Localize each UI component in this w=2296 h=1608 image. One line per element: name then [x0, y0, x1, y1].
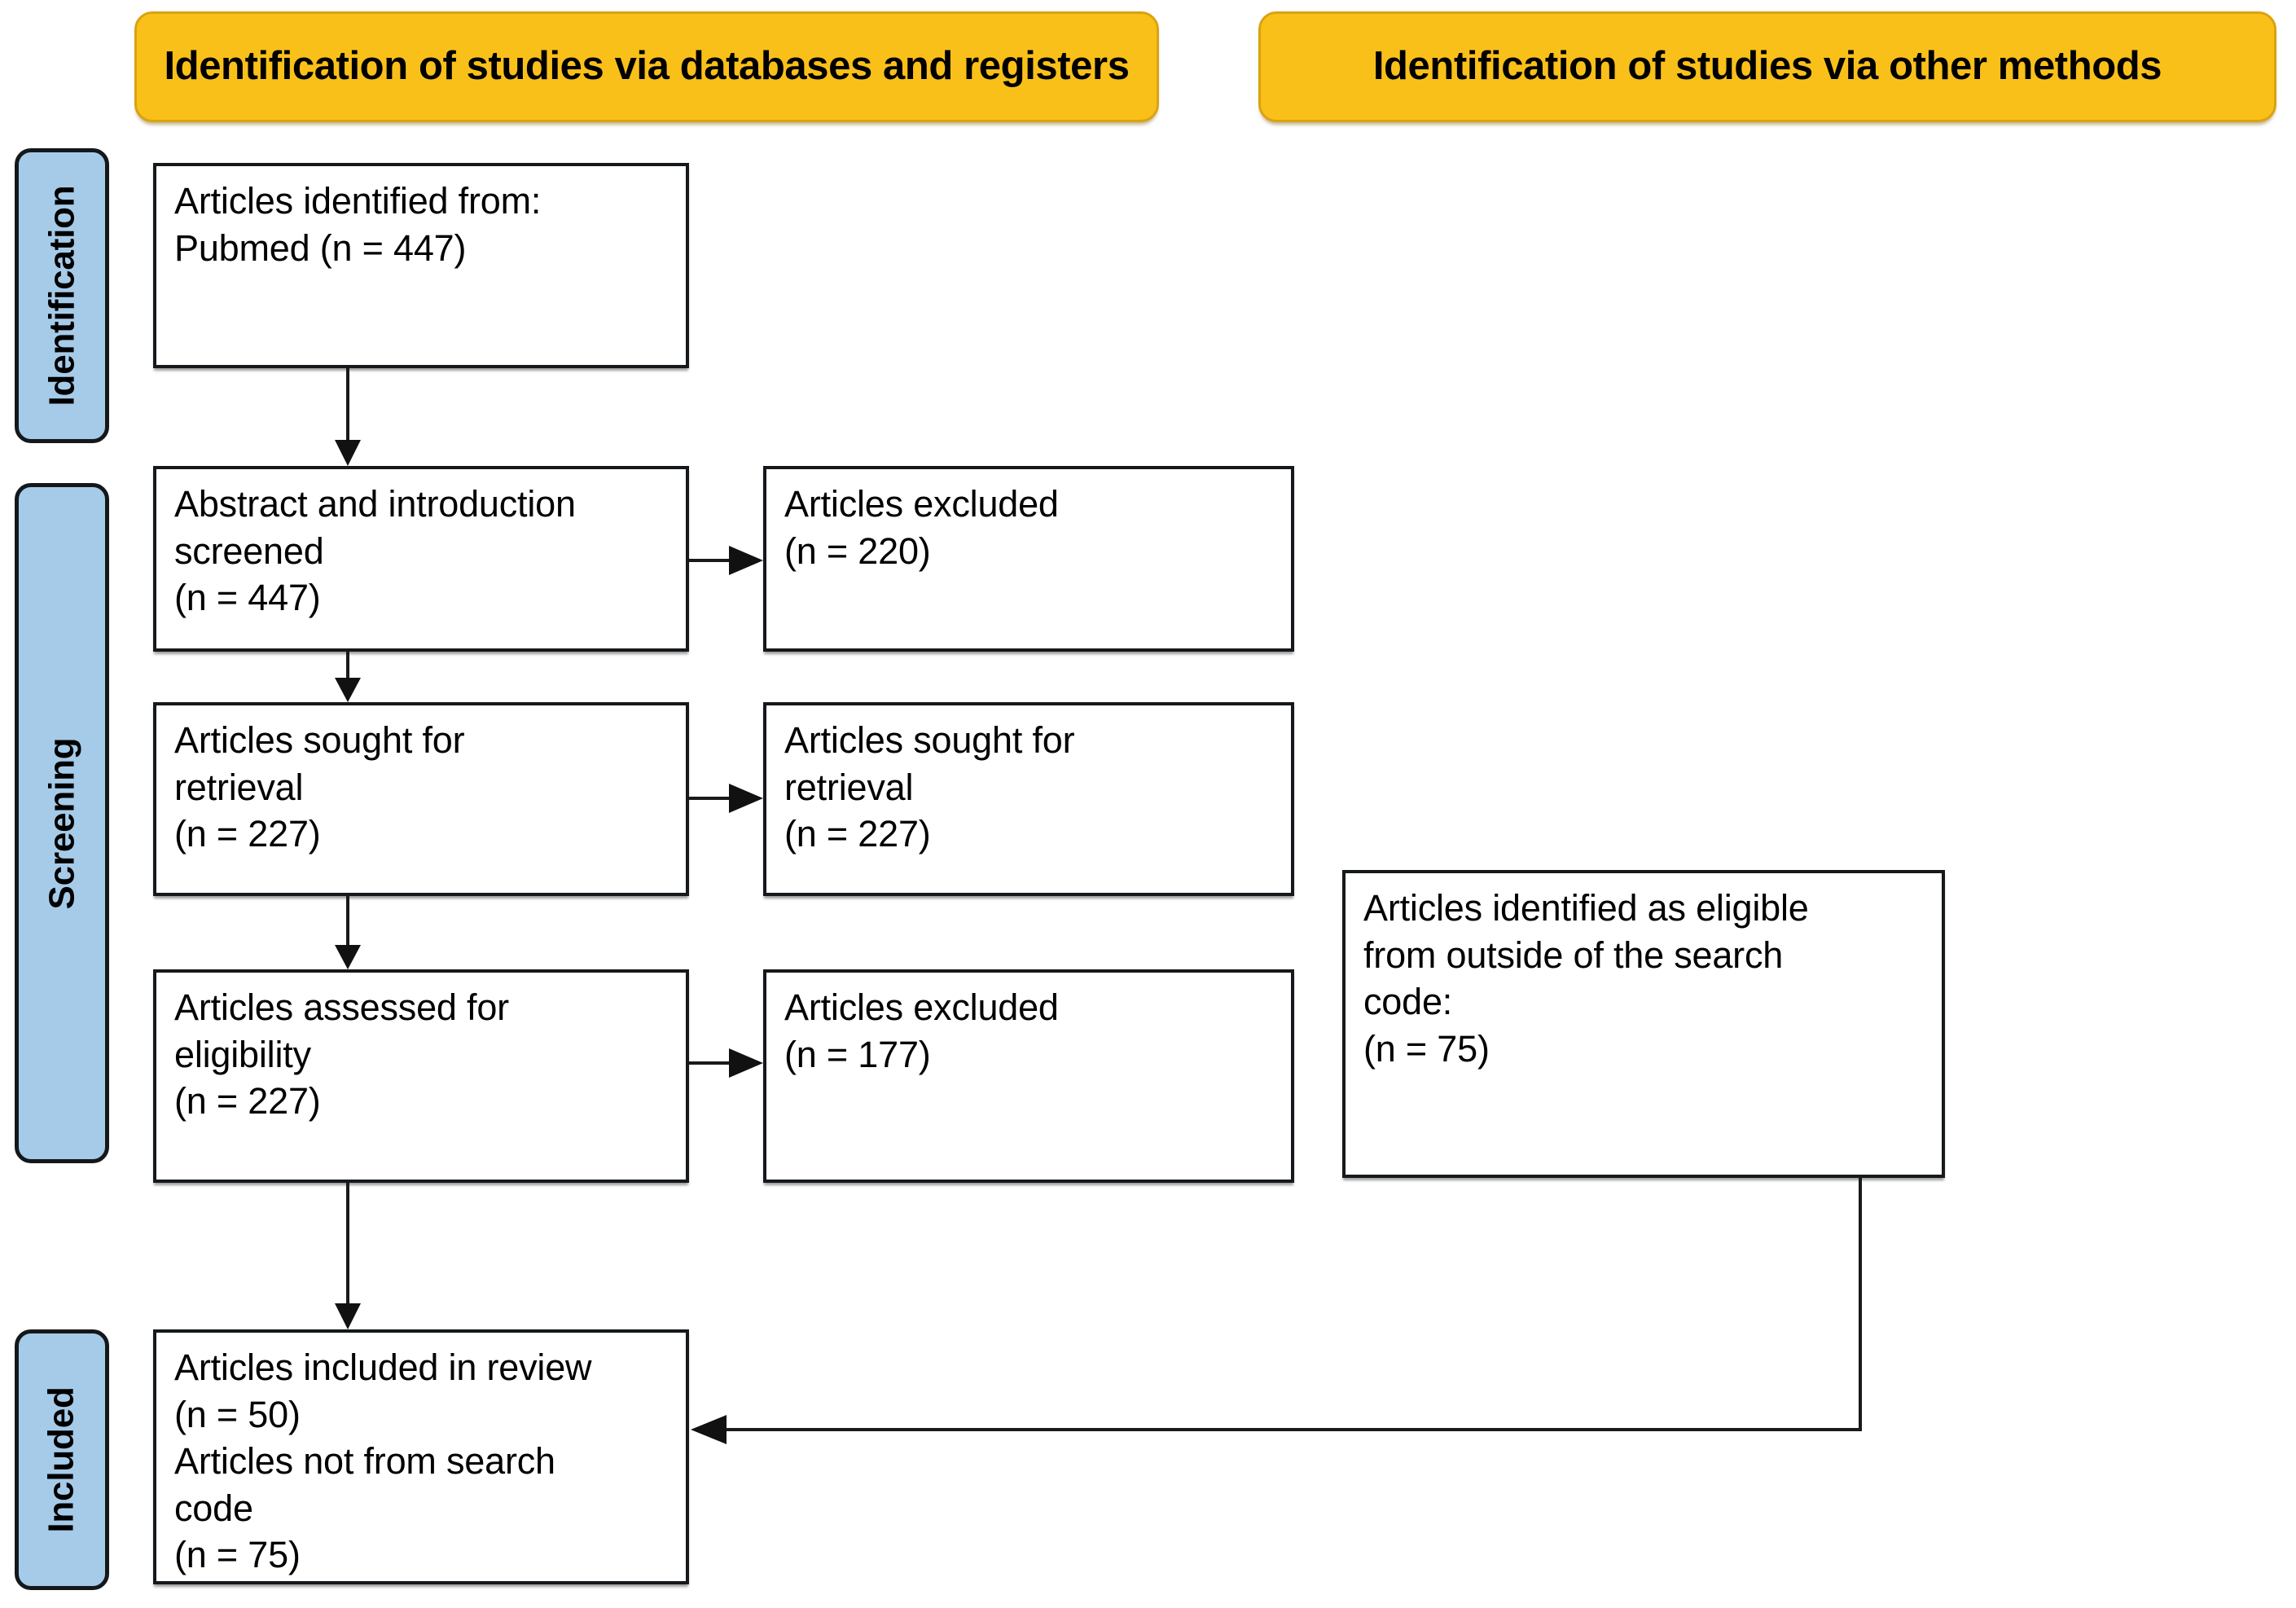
node-abstract-and-introduction-screened-text: Abstract and introduction screened (n = …	[174, 483, 576, 619]
node-articles-identified-outside-search-code: Articles identified as eligible from out…	[1342, 870, 1945, 1178]
node-articles-assessed-for-eligibility: Articles assessed for eligibility (n = 2…	[153, 969, 689, 1183]
node-articles-included-in-review: Articles included in review (n = 50) Art…	[153, 1329, 689, 1584]
node-articles-assessed-for-eligibility-text: Articles assessed for eligibility (n = 2…	[174, 986, 509, 1123]
node-articles-excluded-screening-text: Articles excluded (n = 220)	[784, 483, 1059, 572]
node-articles-identified-from-text: Articles identified from: Pubmed (n = 44…	[174, 180, 542, 269]
node-articles-excluded-eligibility-text: Articles excluded (n = 177)	[784, 986, 1059, 1075]
node-articles-sought-for-retrieval-right-text: Articles sought for retrieval (n = 227)	[784, 719, 1075, 855]
node-abstract-and-introduction-screened: Abstract and introduction screened (n = …	[153, 466, 689, 652]
banner-databases-and-registers-label: Identification of studies via databases …	[164, 44, 1130, 89]
phase-included: Included	[15, 1329, 109, 1590]
node-articles-included-in-review-text: Articles included in review (n = 50) Art…	[174, 1347, 592, 1576]
banner-other-methods: Identification of studies via other meth…	[1258, 11, 2276, 122]
phase-identification: Identification	[15, 148, 109, 443]
node-articles-excluded-eligibility: Articles excluded (n = 177)	[763, 969, 1294, 1183]
node-articles-sought-for-retrieval-text: Articles sought for retrieval (n = 227)	[174, 719, 465, 855]
node-articles-identified-from: Articles identified from: Pubmed (n = 44…	[153, 163, 689, 368]
node-articles-sought-for-retrieval: Articles sought for retrieval (n = 227)	[153, 702, 689, 896]
node-articles-sought-for-retrieval-right: Articles sought for retrieval (n = 227)	[763, 702, 1294, 896]
node-articles-identified-outside-search-code-text: Articles identified as eligible from out…	[1363, 887, 1809, 1070]
banner-databases-and-registers: Identification of studies via databases …	[134, 11, 1159, 122]
node-articles-excluded-screening: Articles excluded (n = 220)	[763, 466, 1294, 652]
phase-screening: Screening	[15, 483, 109, 1163]
banner-other-methods-label: Identification of studies via other meth…	[1372, 44, 2162, 89]
